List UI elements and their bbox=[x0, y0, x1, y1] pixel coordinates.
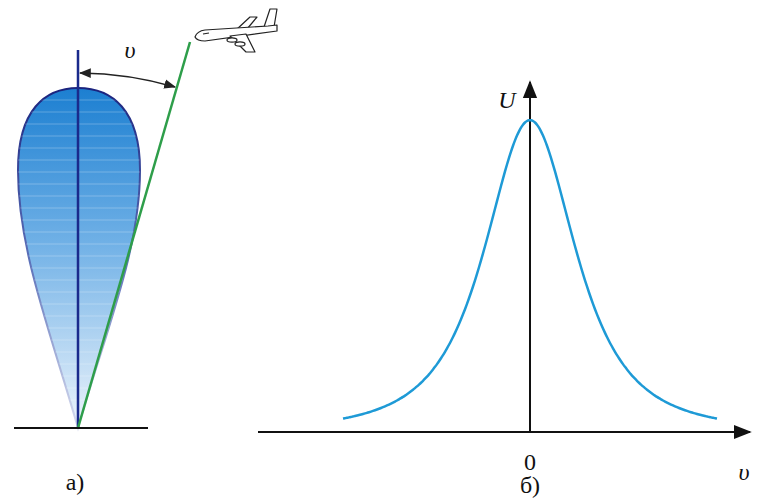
x-axis bbox=[258, 431, 750, 433]
origin-label: 0 bbox=[524, 450, 536, 474]
pattern-curve bbox=[343, 120, 717, 418]
axis-label: υ bbox=[738, 460, 749, 484]
panel-label: б) bbox=[520, 473, 540, 497]
angle-arc bbox=[80, 73, 175, 87]
panel-label: а) bbox=[66, 470, 85, 494]
target-direction bbox=[78, 42, 190, 428]
axis-label: U bbox=[498, 88, 515, 112]
airplane bbox=[195, 9, 277, 52]
angle-symbol: υ bbox=[124, 38, 135, 62]
y-axis bbox=[529, 82, 531, 432]
antenna-axis bbox=[77, 50, 80, 428]
ground-line bbox=[14, 427, 148, 429]
